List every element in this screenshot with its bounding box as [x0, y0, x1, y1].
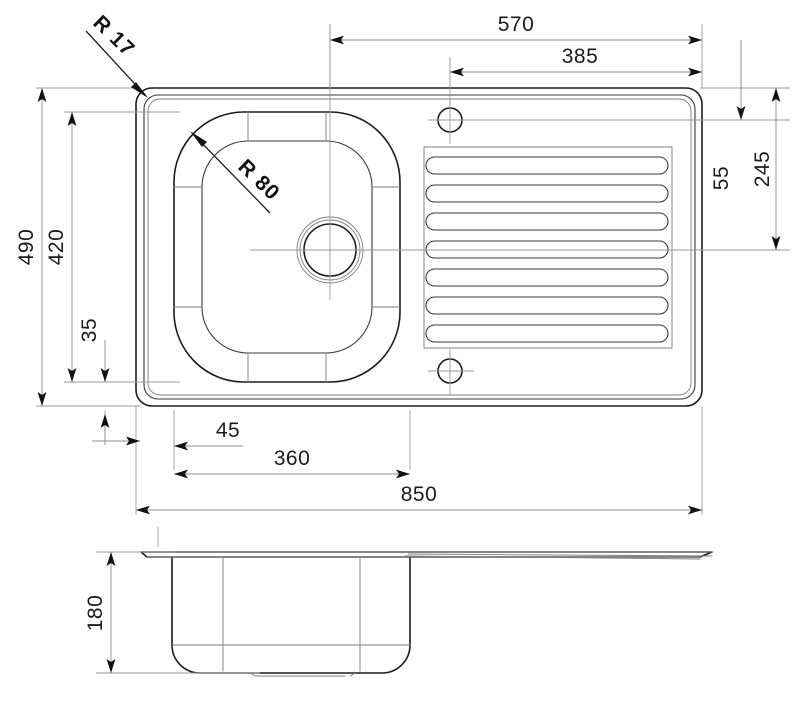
- dim-label-35: 35: [78, 318, 101, 342]
- dim-label-850: 850: [401, 483, 438, 506]
- dim-label-570: 570: [498, 13, 535, 36]
- drainer-groove-1: [425, 156, 669, 175]
- leader-line-r80: [191, 132, 271, 214]
- dim-label-420: 420: [45, 229, 68, 266]
- drainer-groove-6: [425, 296, 669, 315]
- dim-label-55: 55: [710, 166, 733, 190]
- dimension-tick-left-lower: [92, 414, 140, 446]
- section-drainer-slope: [407, 553, 713, 557]
- dimension-490: 490: [15, 88, 47, 406]
- dimension-35: 35: [78, 318, 110, 382]
- dimension-45: 45: [174, 419, 243, 451]
- dim-label-45: 45: [216, 419, 240, 442]
- dim-label-180: 180: [84, 595, 107, 632]
- leader-arrow-r17: [131, 82, 148, 98]
- drainer-groove-2: [425, 184, 669, 203]
- dimension-55: 55: [710, 40, 746, 190]
- leader-arrow-r80: [190, 131, 207, 147]
- sink-outer-rim: [135, 87, 703, 407]
- dim-label-360: 360: [274, 447, 311, 470]
- dim-label-490: 490: [15, 229, 38, 266]
- top-view-sink-body: [135, 87, 703, 407]
- drainer-groove-7: [425, 324, 669, 343]
- dimension-385: 385: [450, 45, 702, 77]
- dimension-360: 360: [174, 447, 410, 479]
- tap-hole-lower-centermark: [428, 349, 474, 394]
- drainer-grooves-group: [423, 146, 673, 349]
- dim-label-385: 385: [562, 45, 599, 68]
- drainer-groove-4: [425, 240, 669, 259]
- sink-bowl: [173, 111, 401, 383]
- sink-rim-inner-edge: [143, 94, 696, 400]
- drainer-area-outline: [423, 146, 673, 349]
- dimension-850: 850: [136, 483, 702, 515]
- section-view: [96, 527, 713, 677]
- dimension-570: 570: [330, 13, 702, 45]
- sink-rim-secondary-edge: [147, 98, 692, 396]
- bowl-outer-contour: [173, 111, 401, 383]
- dimension-420: 420: [45, 112, 77, 382]
- drainer-groove-5: [425, 268, 669, 287]
- section-bowl-base-corner: [249, 672, 356, 677]
- dimension-180: 180: [84, 552, 116, 673]
- dimension-245: 245: [751, 88, 781, 250]
- section-bowl-outline: [171, 557, 411, 674]
- section-drainer-slope-2: [404, 555, 701, 560]
- drainer-groove-3: [425, 212, 669, 231]
- dim-label-245: 245: [751, 151, 774, 188]
